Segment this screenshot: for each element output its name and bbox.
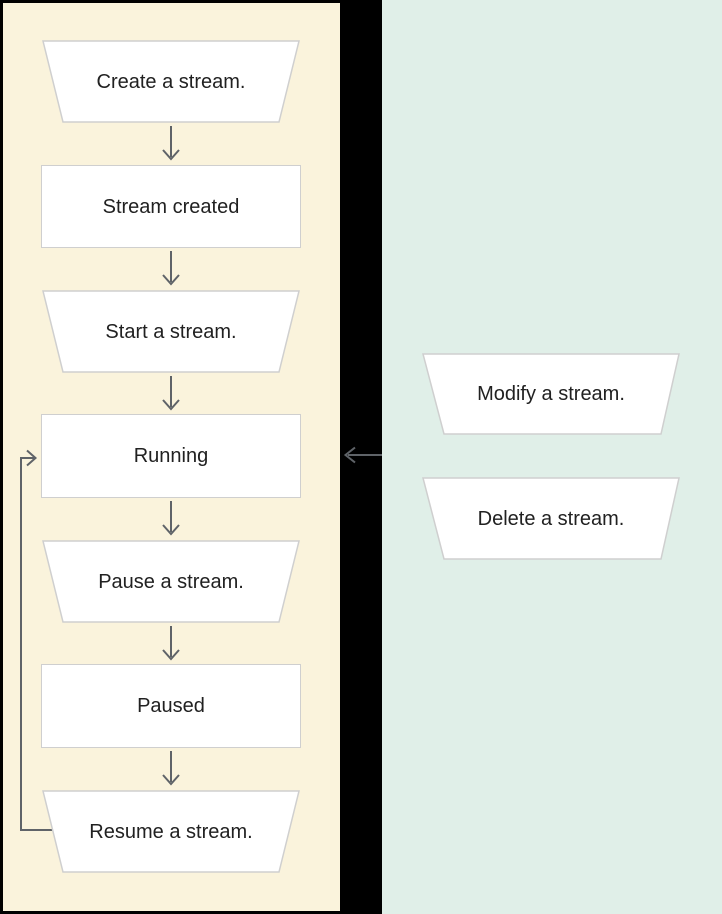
node-delete-stream: Delete a stream. <box>422 477 680 560</box>
node-label: Delete a stream. <box>477 507 625 530</box>
panel-connector-arrow-icon <box>343 446 382 464</box>
flow-arrow-down-icon <box>162 126 180 161</box>
node-label: Pause a stream. <box>98 570 244 593</box>
node-modify-stream: Modify a stream. <box>422 353 680 435</box>
node-start-stream: Start a stream. <box>42 290 300 373</box>
trapezoid-shape-icon <box>42 790 300 873</box>
node-label: Resume a stream. <box>89 820 253 843</box>
node-running: Running <box>41 414 301 498</box>
trapezoid-shape-icon <box>422 353 680 435</box>
flow-arrow-down-icon <box>162 376 180 411</box>
node-stream-created: Stream created <box>41 165 301 248</box>
trapezoid-shape-icon <box>422 477 680 560</box>
loop-back-arrow-icon <box>20 449 52 831</box>
flow-arrow-down-icon <box>162 251 180 286</box>
node-label: Start a stream. <box>105 320 237 343</box>
trapezoid-shape-icon <box>42 540 300 623</box>
node-label: Modify a stream. <box>477 383 625 405</box>
node-resume-stream: Resume a stream. <box>42 790 300 873</box>
flow-arrow-down-icon <box>162 751 180 786</box>
trapezoid-shape-icon <box>42 290 300 373</box>
node-label: Paused <box>137 695 205 717</box>
node-label: Create a stream. <box>96 70 246 93</box>
node-paused: Paused <box>41 664 301 748</box>
flow-arrow-down-icon <box>162 501 180 536</box>
stream-actions-panel <box>382 0 722 914</box>
flow-arrow-down-icon <box>162 626 180 661</box>
node-label: Running <box>133 445 209 467</box>
node-pause-stream: Pause a stream. <box>42 540 300 623</box>
node-create-stream: Create a stream. <box>42 40 300 123</box>
node-label: Stream created <box>102 195 240 218</box>
trapezoid-shape-icon <box>42 40 300 123</box>
